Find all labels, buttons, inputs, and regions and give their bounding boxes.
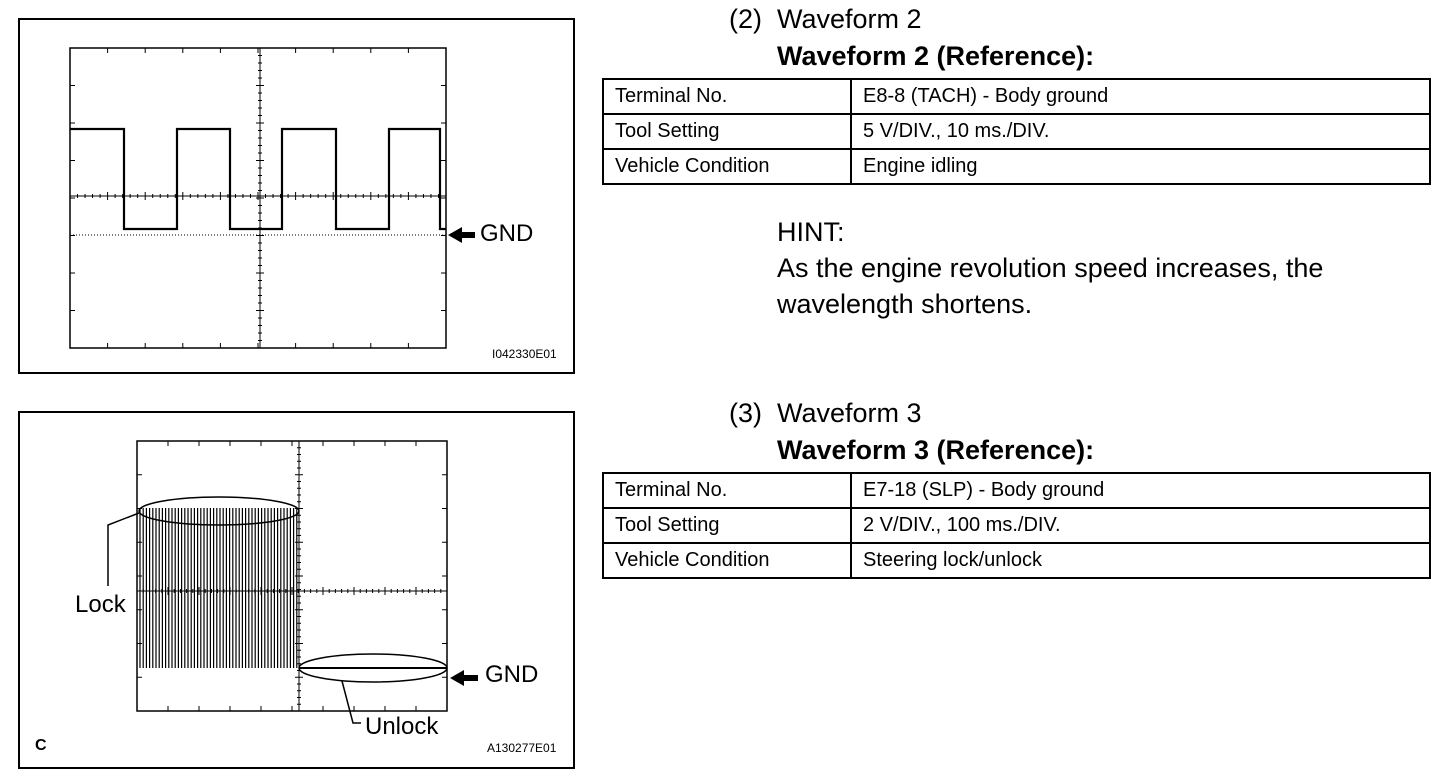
waveform-2-oscilloscope: [69, 47, 475, 349]
table-key-cell: Vehicle Condition: [602, 148, 852, 185]
figure-id: I042330E01: [492, 347, 557, 361]
figure-id: A130277E01: [487, 741, 557, 755]
table-value-cell: E8-8 (TACH) - Body ground: [850, 78, 1431, 115]
unlock-highlight-ellipse: [298, 653, 448, 683]
table-row: Terminal No. E8-8 (TACH) - Body ground: [602, 78, 1431, 115]
lock-leader-line: [107, 512, 140, 586]
waveform-3-spec-table: Terminal No. E7-18 (SLP) - Body ground T…: [602, 472, 1431, 579]
table-row: Vehicle Condition Engine idling: [602, 148, 1431, 185]
lock-pulse-train: [139, 508, 298, 668]
table-row: Tool Setting 2 V/DIV., 100 ms./DIV.: [602, 507, 1431, 544]
scope-ticks: [70, 48, 446, 348]
waveform-3-figure: Lock Unlock GND C A130277E01: [18, 411, 575, 769]
scope-screen: [136, 440, 448, 712]
waveform-2-figure: GND I042330E01: [18, 18, 575, 374]
waveform-3-oscilloscope: [107, 440, 478, 724]
table-row: Vehicle Condition Steering lock/unlock: [602, 542, 1431, 579]
gnd-label: GND: [485, 661, 539, 688]
table-value-cell: Steering lock/unlock: [850, 542, 1431, 579]
unlock-label: Unlock: [365, 713, 439, 740]
hint-label: HINT:: [777, 217, 845, 247]
step-title: Waveform 2: [777, 4, 922, 34]
reference-title: Waveform 2 (Reference):: [777, 41, 1095, 71]
table-key-cell: Tool Setting: [602, 507, 852, 544]
table-value-cell: E7-18 (SLP) - Body ground: [850, 472, 1431, 509]
table-row: Tool Setting 5 V/DIV., 10 ms./DIV.: [602, 113, 1431, 150]
figure-corner-letter: C: [35, 737, 47, 754]
gnd-arrow-icon: [448, 227, 475, 243]
waveform-2-spec-table: Terminal No. E8-8 (TACH) - Body ground T…: [602, 78, 1431, 185]
unlock-leader-line: [341, 680, 361, 724]
step-number: (3): [729, 398, 762, 428]
square-wave-trace: [70, 127, 446, 231]
table-key-cell: Terminal No.: [602, 78, 852, 115]
hint-block: HINT: As the engine revolution speed inc…: [777, 214, 1323, 322]
table-key-cell: Vehicle Condition: [602, 542, 852, 579]
lock-highlight-ellipse: [138, 496, 300, 526]
table-value-cell: 5 V/DIV., 10 ms./DIV.: [850, 113, 1431, 150]
hint-text-line-2: wavelength shortens.: [777, 289, 1033, 319]
scope-ticks: [137, 441, 447, 711]
hint-text-line-1: As the engine revolution speed increases…: [777, 253, 1324, 283]
step-number: (2): [729, 4, 762, 34]
lock-label: Lock: [75, 591, 126, 618]
reference-title: Waveform 3 (Reference):: [777, 435, 1095, 465]
table-key-cell: Tool Setting: [602, 113, 852, 150]
gnd-arrow-icon: [450, 670, 478, 686]
table-row: Terminal No. E7-18 (SLP) - Body ground: [602, 472, 1431, 509]
table-key-cell: Terminal No.: [602, 472, 852, 509]
step-title: Waveform 3: [777, 398, 922, 428]
table-value-cell: Engine idling: [850, 148, 1431, 185]
gnd-label: GND: [480, 220, 534, 247]
table-value-cell: 2 V/DIV., 100 ms./DIV.: [850, 507, 1431, 544]
